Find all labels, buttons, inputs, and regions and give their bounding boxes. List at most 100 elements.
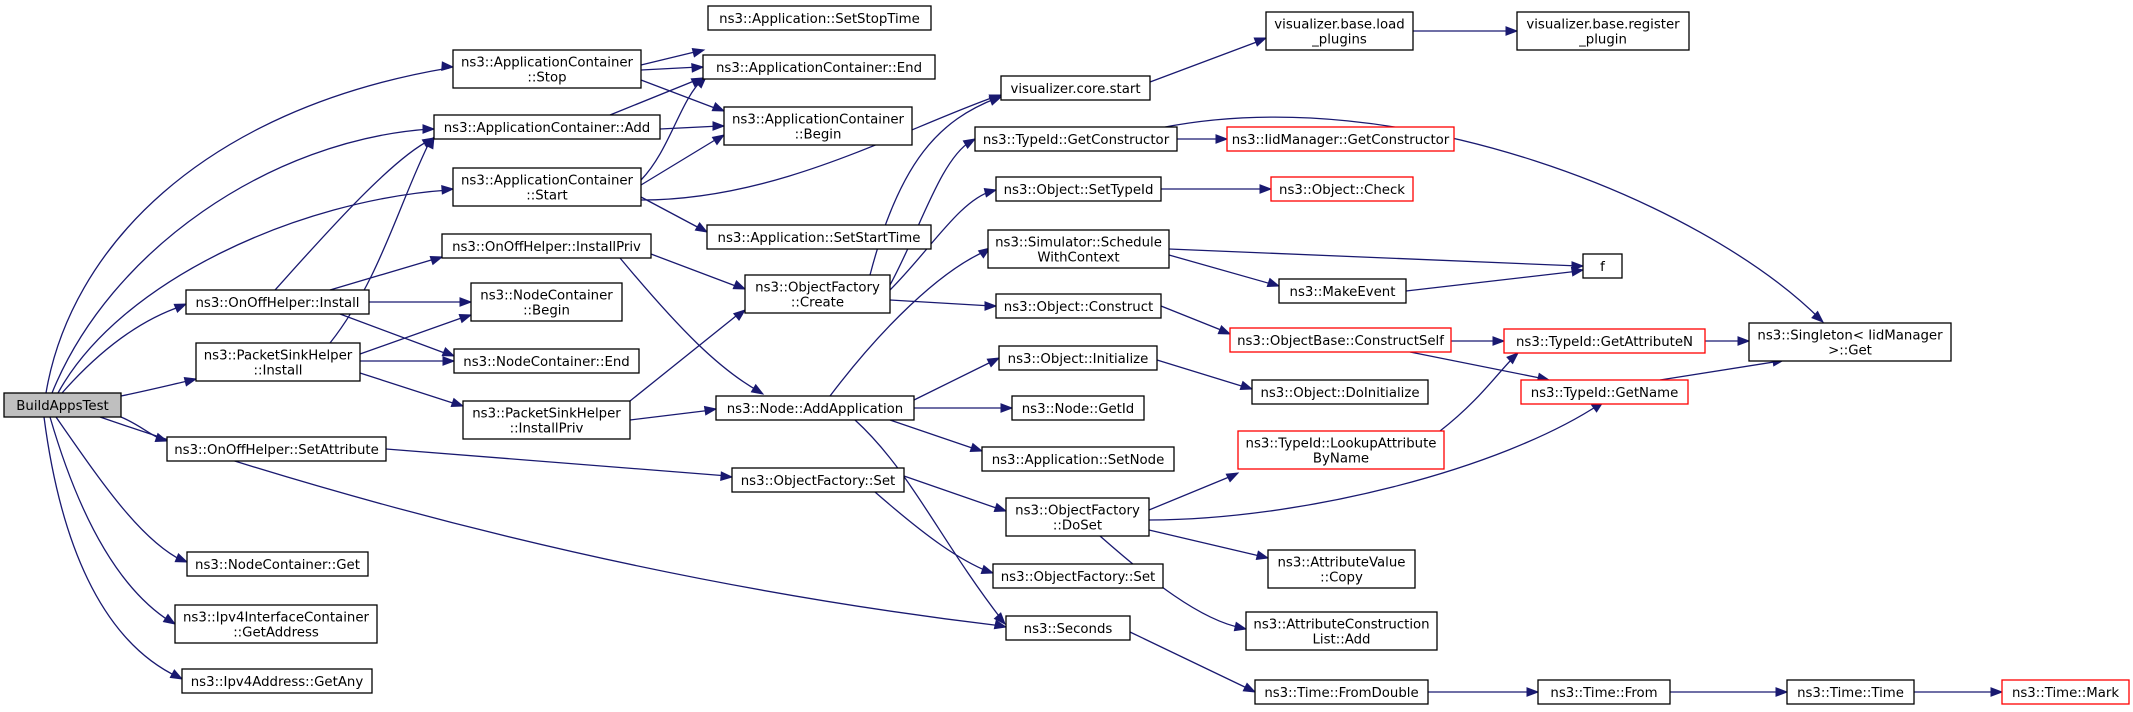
arrowhead-icon <box>1253 37 1268 47</box>
arrowhead-icon <box>1506 352 1520 365</box>
node-label: ns3::Ipv4InterfaceContainer <box>183 611 370 626</box>
node-object-set-type-id[interactable]: ns3::Object::SetTypeId <box>995 176 1162 202</box>
node-label: ns3::OnOffHelper::Install <box>195 296 359 311</box>
node-application-container-stop[interactable]: ns3::ApplicationContainer::Stop <box>452 49 642 89</box>
arrowhead-icon <box>1505 26 1519 36</box>
node-onoff-helper-install-priv[interactable]: ns3::OnOffHelper::InstallPriv <box>441 233 652 259</box>
arrowhead-icon <box>993 612 1006 626</box>
node-application-set-start-time[interactable]: ns3::Application::SetStartTime <box>706 224 932 250</box>
node-label: ns3::Object::Initialize <box>1008 352 1149 367</box>
node-ns3-make-event[interactable]: ns3::MakeEvent <box>1278 278 1407 304</box>
arrowhead-icon <box>441 184 455 195</box>
node-label: ns3::NodeContainer <box>480 289 613 304</box>
node-object-base-construct-self[interactable]: ns3::ObjectBase::ConstructSelf <box>1229 327 1452 353</box>
node-application-container-add[interactable]: ns3::ApplicationContainer::Add <box>433 114 661 140</box>
node-label: ::Stop <box>527 71 566 86</box>
node-build-apps-test[interactable]: BuildAppsTest <box>3 392 122 418</box>
node-node-container-end[interactable]: ns3::NodeContainer::End <box>453 348 640 374</box>
node-label: ns3::TypeId::GetConstructor <box>983 133 1170 148</box>
arrowhead-icon <box>977 247 992 259</box>
arrowhead-icon <box>1217 325 1232 335</box>
node-object-construct[interactable]: ns3::Object::Construct <box>995 293 1162 319</box>
call-edge <box>1160 305 1227 333</box>
node-node-get-id[interactable]: ns3::Node::GetId <box>1011 395 1145 421</box>
call-edge <box>629 311 742 402</box>
call-edge <box>640 66 700 71</box>
node-label: ns3::Singleton< IidManager <box>1757 329 1943 344</box>
call-edge <box>1409 351 1546 380</box>
node-time-from-double[interactable]: ns3::Time::FromDouble <box>1254 679 1429 705</box>
node-onoff-helper-install[interactable]: ns3::OnOffHelper::Install <box>185 289 370 315</box>
node-ipv4-interface-container-get-address[interactable]: ns3::Ipv4InterfaceContainer::GetAddress <box>174 604 378 644</box>
node-visualizer-base-load-plugins[interactable]: visualizer.base.load_plugins <box>1265 11 1414 51</box>
node-object-factory-do-set[interactable]: ns3::ObjectFactory::DoSet <box>1005 497 1150 537</box>
node-typeid-get-name[interactable]: ns3::TypeId::GetName <box>1520 379 1689 405</box>
node-label: ::Copy <box>1320 571 1363 586</box>
node-label: ::Install <box>254 364 303 379</box>
call-edge <box>49 416 172 623</box>
arrowhead-icon <box>1239 380 1254 391</box>
node-object-check[interactable]: ns3::Object::Check <box>1270 176 1414 202</box>
arrowhead-icon <box>1000 403 1014 413</box>
node-object-do-initialize[interactable]: ns3::Object::DoInitialize <box>1251 379 1429 405</box>
arrowhead-icon <box>993 619 1008 630</box>
call-edge <box>629 409 713 421</box>
node-ns3-seconds[interactable]: ns3::Seconds <box>1005 615 1131 641</box>
arrowhead-icon <box>962 138 977 150</box>
node-label: ns3::ObjectFactory::Set <box>1001 570 1155 585</box>
call-edge <box>889 140 972 286</box>
node-typeid-get-attribute-n[interactable]: ns3::TypeId::GetAttributeN <box>1503 328 1706 354</box>
node-application-container-end[interactable]: ns3::ApplicationContainer::End <box>702 54 936 80</box>
call-edge <box>913 359 996 401</box>
arrowhead-icon <box>750 383 765 395</box>
node-label: ns3::ObjectFactory <box>1015 504 1140 519</box>
arrowhead-icon <box>732 309 747 322</box>
node-time-time[interactable]: ns3::Time::Time <box>1786 679 1915 705</box>
node-node-container-begin[interactable]: ns3::NodeContainer::Begin <box>470 282 623 322</box>
node-application-container-start[interactable]: ns3::ApplicationContainer::Start <box>452 167 642 207</box>
call-edge <box>385 448 729 477</box>
node-iid-manager-get-constructor[interactable]: ns3::IidManager::GetConstructor <box>1226 126 1455 152</box>
node-node-add-application[interactable]: ns3::Node::AddApplication <box>715 395 915 421</box>
arrowhead-icon <box>694 221 709 233</box>
call-edge <box>43 416 179 678</box>
call-edge <box>619 257 761 393</box>
call-edge <box>1439 355 1516 432</box>
arrowhead-icon <box>429 255 444 266</box>
node-object-factory-create[interactable]: ns3::ObjectFactory::Create <box>744 274 891 314</box>
node-attribute-value-copy[interactable]: ns3::AttributeValue::Copy <box>1267 549 1416 589</box>
node-time-mark[interactable]: ns3::Time::Mark <box>2001 679 2130 705</box>
node-f[interactable]: f <box>1582 253 1623 279</box>
node-packet-sink-helper-install-priv[interactable]: ns3::PacketSinkHelper::InstallPriv <box>462 400 631 440</box>
node-application-container-begin[interactable]: ns3::ApplicationContainer::Begin <box>723 106 913 146</box>
node-application-set-node[interactable]: ns3::Application::SetNode <box>981 446 1175 472</box>
node-typeid-get-constructor[interactable]: ns3::TypeId::GetConstructor <box>974 126 1178 152</box>
arrowhead-icon <box>459 297 473 307</box>
node-label: ns3::OnOffHelper::InstallPriv <box>452 240 641 255</box>
node-label: ns3::Application::SetNode <box>992 453 1165 468</box>
arrowhead-icon <box>988 96 1003 106</box>
node-visualizer-core-start[interactable]: visualizer.core.start <box>1000 75 1151 101</box>
node-object-factory-set-inner[interactable]: ns3::ObjectFactory::Set <box>992 563 1164 589</box>
node-packet-sink-helper-install[interactable]: ns3::PacketSinkHelper::Install <box>195 342 361 382</box>
call-edge <box>57 189 450 394</box>
node-ipv4-address-get-any[interactable]: ns3::Ipv4Address::GetAny <box>181 668 373 694</box>
node-time-from[interactable]: ns3::Time::From <box>1537 679 1671 705</box>
node-label: ns3::ApplicationContainer <box>461 56 634 71</box>
call-edge <box>640 49 704 66</box>
node-application-set-stop-time[interactable]: ns3::Application::SetStopTime <box>707 5 932 31</box>
arrowhead-icon <box>183 377 198 387</box>
node-label: ns3::TypeId::LookupAttribute <box>1246 437 1437 452</box>
node-object-factory-set[interactable]: ns3::ObjectFactory::Set <box>731 467 905 493</box>
node-node-container-get[interactable]: ns3::NodeContainer::Get <box>186 551 369 577</box>
node-label: ns3::Seconds <box>1024 622 1113 637</box>
node-singleton-iid-manager-get[interactable]: ns3::Singleton< IidManager>::Get <box>1748 322 1952 362</box>
node-label: f <box>1600 260 1605 275</box>
node-onoff-helper-set-attribute[interactable]: ns3::OnOffHelper::SetAttribute <box>166 436 387 462</box>
node-object-initialize[interactable]: ns3::Object::Initialize <box>998 345 1158 371</box>
call-edge <box>1168 254 1276 286</box>
node-visualizer-base-register-plugin[interactable]: visualizer.base.register_plugin <box>1516 11 1690 51</box>
